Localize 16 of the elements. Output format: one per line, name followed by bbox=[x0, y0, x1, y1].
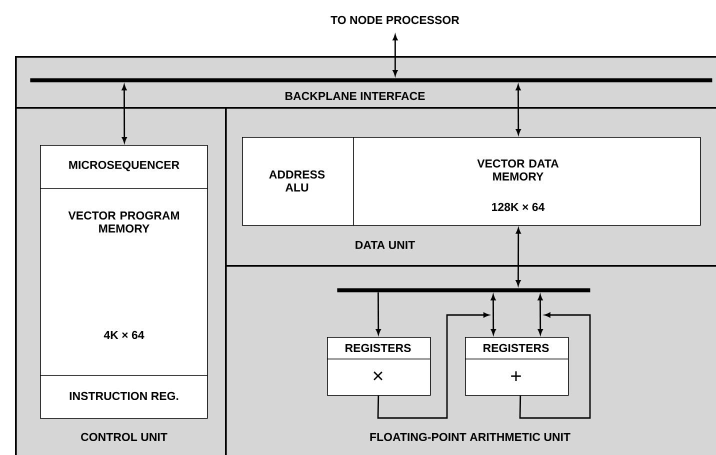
unit-panel: BACKPLANE INTERFACE bbox=[15, 56, 716, 109]
block-box: INSTRUCTION REG. bbox=[40, 375, 208, 419]
block-box: ADDRESS ALU bbox=[242, 137, 354, 226]
arrow bbox=[516, 228, 521, 286]
arrow bbox=[538, 294, 543, 335]
arrow bbox=[377, 312, 490, 419]
arrow bbox=[516, 84, 521, 135]
arrow bbox=[376, 292, 381, 335]
arrow bbox=[490, 294, 496, 335]
register-box: REGISTERS + bbox=[464, 337, 569, 396]
arrow bbox=[122, 84, 127, 143]
register-box: REGISTERS × bbox=[326, 337, 431, 396]
arrow bbox=[392, 34, 398, 76]
caption-text: TO NODE PROCESSOR bbox=[330, 16, 460, 24]
block-box: MICROSEQUENCER bbox=[40, 145, 208, 189]
arrow bbox=[519, 312, 591, 419]
